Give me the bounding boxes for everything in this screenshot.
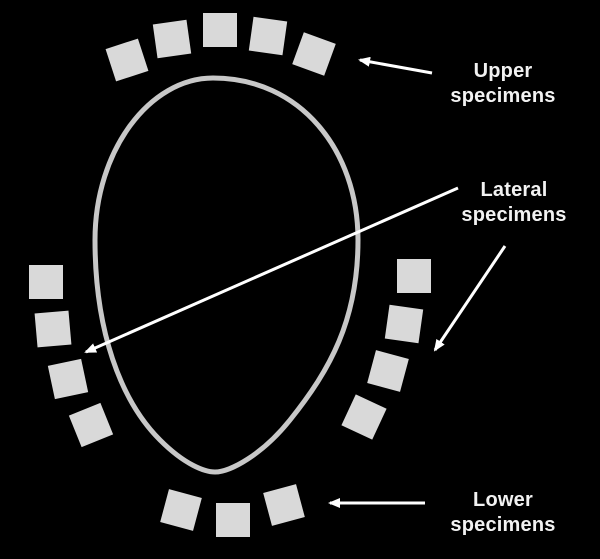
- upper-arrow: [358, 56, 433, 75]
- specimen-tile: [160, 489, 202, 531]
- lateral-label-line1: Lateral: [480, 179, 548, 201]
- lateral-label-line2: specimens: [461, 204, 567, 226]
- specimen-tile: [105, 38, 149, 82]
- lower-label-line1: Lower: [473, 489, 533, 511]
- specimen-tile: [341, 394, 387, 440]
- lateral-right-arrow: [433, 245, 507, 352]
- left-lateral-specimens: [29, 265, 114, 448]
- upper-specimens: [105, 13, 336, 82]
- lower-specimens: [160, 484, 305, 537]
- upper-label-line2: specimens: [450, 85, 556, 107]
- specimen-tile: [384, 304, 424, 344]
- lateral-left-arrow: [84, 186, 459, 354]
- lateral-specimens-label: Lateral specimens: [434, 178, 594, 228]
- specimen-tile: [68, 402, 114, 448]
- right-lateral-specimens: [341, 259, 431, 440]
- lower-label-line2: specimens: [450, 514, 556, 536]
- specimen-tile: [152, 19, 192, 59]
- specimen-tile: [397, 259, 431, 293]
- specimen-tile: [47, 358, 89, 400]
- annotation-arrows: [84, 56, 507, 508]
- egg-ring: [92, 75, 361, 475]
- upper-specimens-label: Upper specimens: [418, 59, 588, 109]
- specimen-tile: [29, 265, 63, 299]
- specimen-tile: [292, 32, 336, 76]
- upper-label-line1: Upper: [473, 60, 533, 82]
- specimen-tile: [263, 484, 305, 526]
- specimen-tile: [203, 13, 237, 47]
- specimen-tile: [367, 350, 409, 392]
- specimen-tile: [34, 310, 72, 348]
- lower-specimens-label: Lower specimens: [418, 488, 588, 538]
- specimen-tile: [248, 16, 288, 56]
- specimen-tile: [216, 503, 250, 537]
